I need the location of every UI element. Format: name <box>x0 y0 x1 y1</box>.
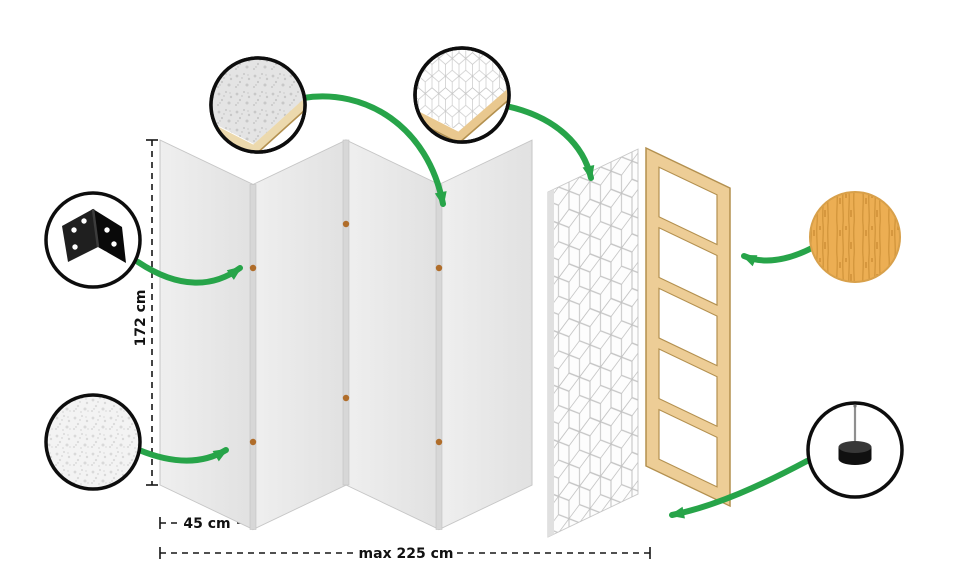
hinge-pin <box>342 220 350 228</box>
dimension-height <box>146 139 158 486</box>
label-backing <box>178 514 236 531</box>
height-dimension-label: 172 cm <box>133 290 149 347</box>
callout-frame-corner <box>209 56 307 154</box>
callout-arrows <box>135 93 815 519</box>
panel-junction-2 <box>342 139 350 486</box>
callout-hinge <box>44 191 142 289</box>
arrow-wood <box>741 245 815 267</box>
fabric-texture-icon <box>44 393 142 491</box>
panel-width-dimension-label: 45 cm <box>183 516 230 532</box>
callout-foot <box>806 401 904 499</box>
hinge-pin <box>342 394 350 402</box>
arrow-fabric <box>136 447 229 464</box>
wood-texture-icon <box>809 191 901 283</box>
hinge-pin <box>249 438 257 446</box>
frame-openings <box>658 166 718 488</box>
printed-panel <box>547 148 639 538</box>
label-backing <box>356 544 456 561</box>
arrow-foot <box>669 458 810 519</box>
screen-panel-2 <box>252 139 347 531</box>
hinge-pin <box>435 438 443 446</box>
arrow-print-corner <box>503 103 595 181</box>
hinge-pin <box>435 264 443 272</box>
screen-panel-1 <box>159 139 254 531</box>
wooden-frame <box>645 146 731 508</box>
hinge-pin <box>249 264 257 272</box>
total-width-dimension-label: max 225 cm <box>359 546 454 562</box>
panel-junction-1 <box>249 184 257 530</box>
callout-fabric <box>44 393 142 491</box>
stabilizing-foot-icon <box>838 404 872 465</box>
printed-panel-edge <box>548 189 554 537</box>
geometric-print <box>548 149 638 537</box>
hinge-pins <box>249 220 443 446</box>
screen-panel-4 <box>438 139 533 531</box>
arrow-hinge <box>135 259 243 286</box>
screen-panel-3 <box>345 139 440 531</box>
callout-wood <box>809 191 901 283</box>
arrow-frame-corner <box>300 93 447 207</box>
hinge-icon <box>62 208 126 263</box>
callout-print-corner <box>413 46 511 144</box>
panel-junction-3 <box>435 184 443 530</box>
